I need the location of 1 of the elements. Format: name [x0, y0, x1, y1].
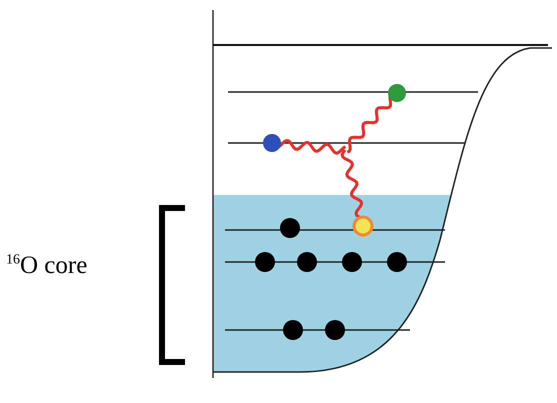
core-label: $^{16}$O core — [6, 252, 88, 280]
